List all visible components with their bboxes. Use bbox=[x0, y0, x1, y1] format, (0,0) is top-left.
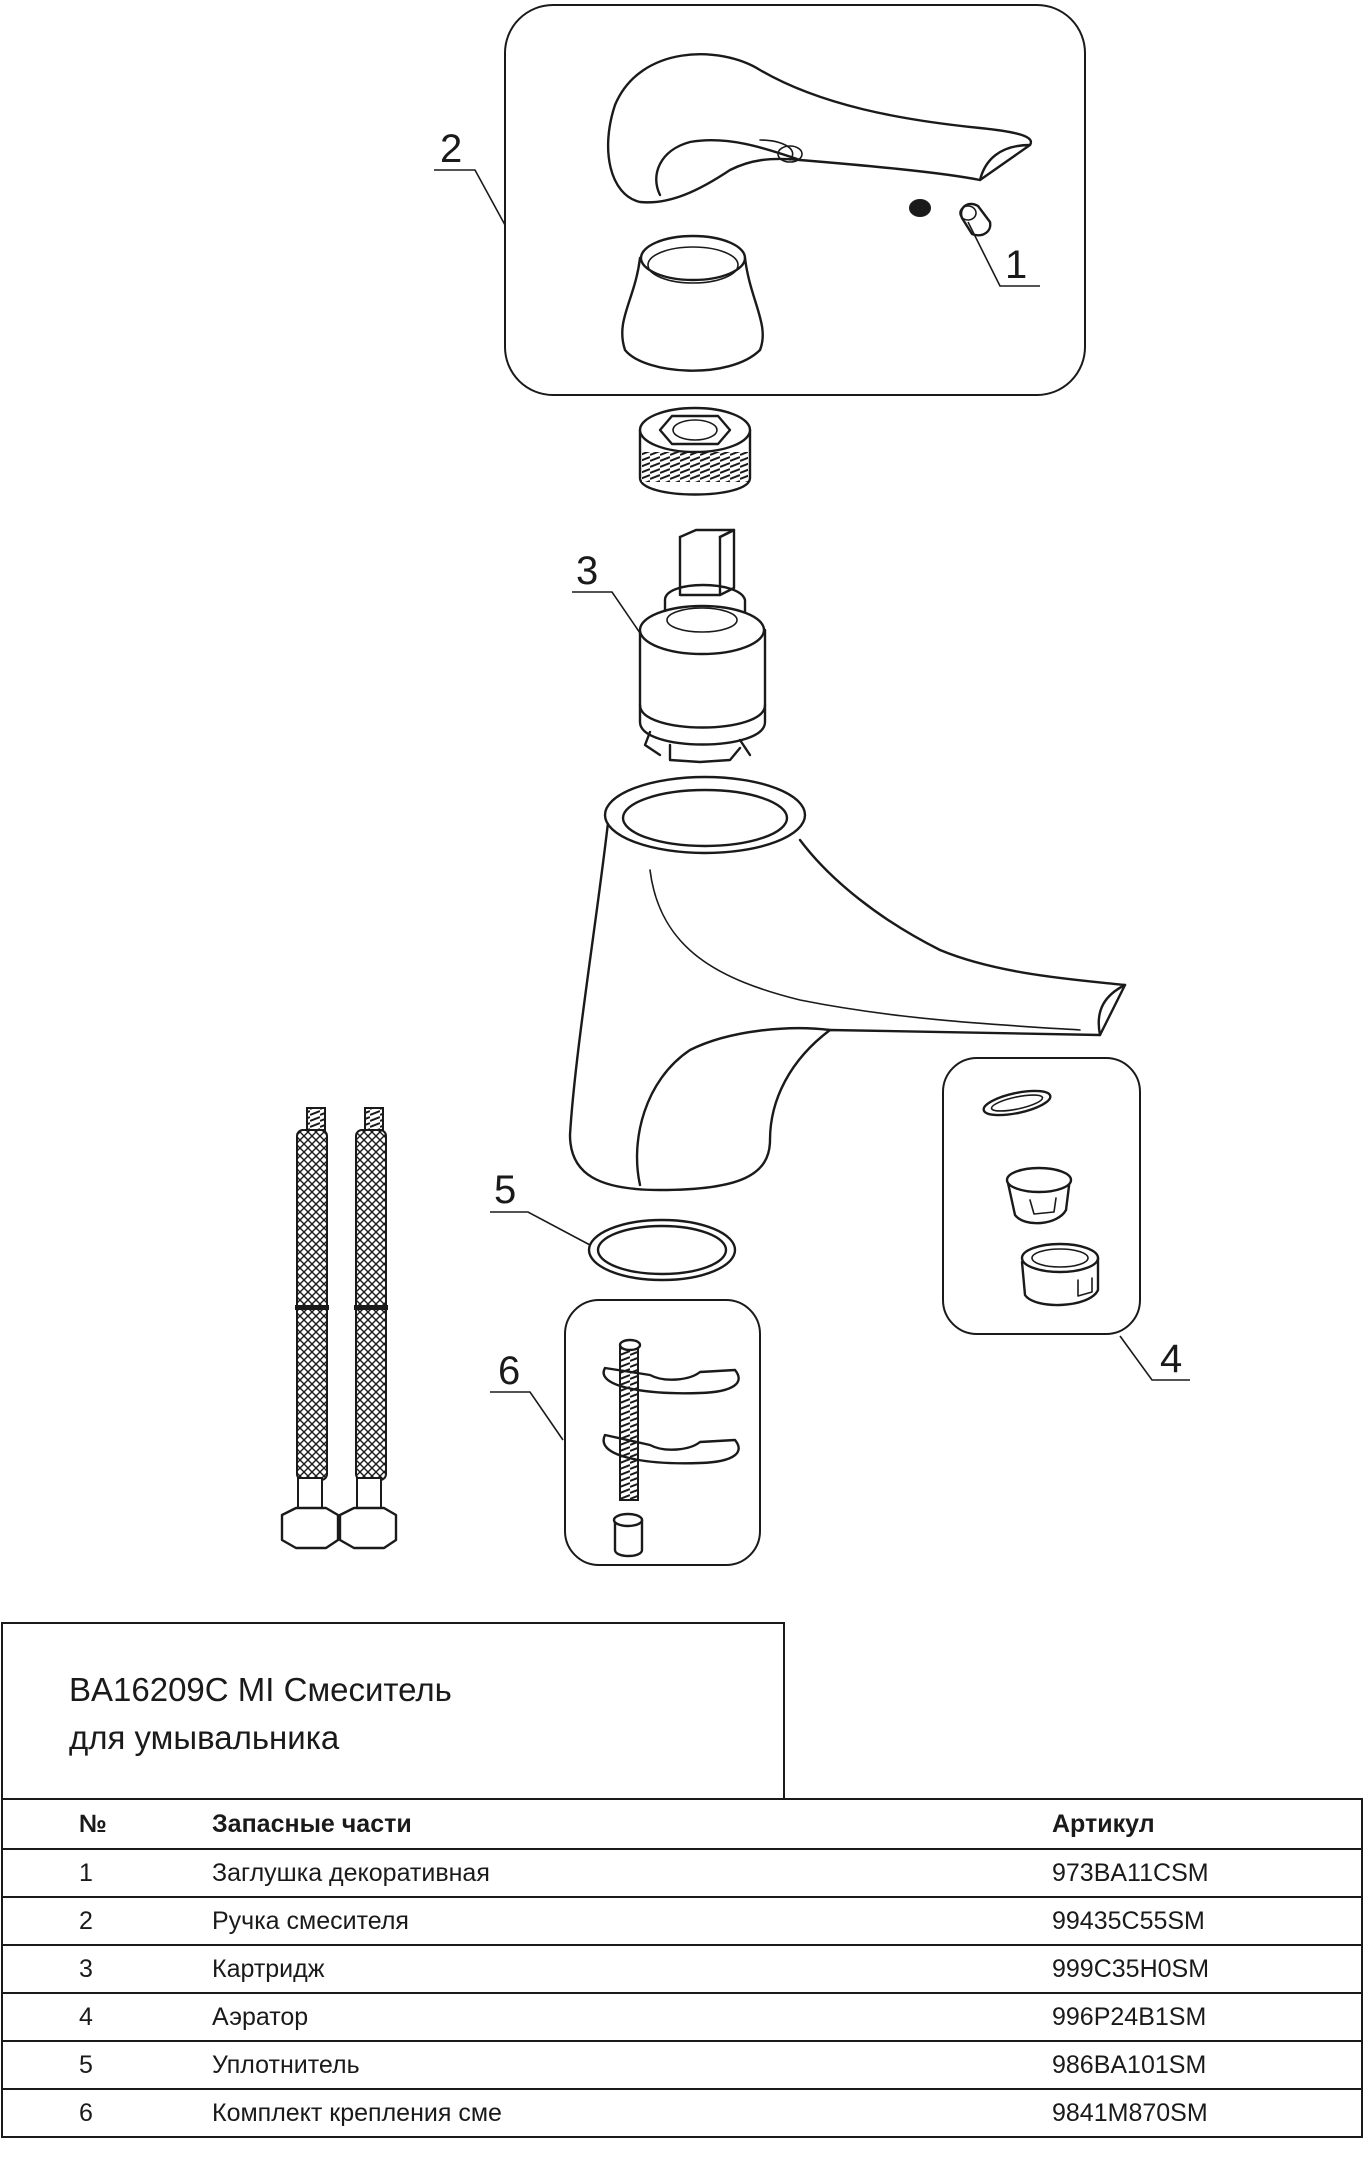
row-number: 3 bbox=[1, 1944, 212, 1994]
product-title-line1: BA16209C MI Смеситель bbox=[69, 1671, 452, 1708]
row-number: 6 bbox=[1, 2088, 212, 2138]
svg-text:4: 4 bbox=[1160, 1337, 1182, 1381]
table-row: 6 Комплект крепления сме 9841M870SM bbox=[1, 2088, 1363, 2138]
mixer-handle bbox=[606, 53, 1033, 204]
spare-parts-table: № Запасные части Артикул 1 Заглушка деко… bbox=[1, 1798, 1363, 2138]
table-row: 2 Ручка смесителя 99435C55SM bbox=[1, 1896, 1363, 1946]
callout-5: 5 bbox=[490, 1168, 591, 1246]
product-title-line2: для умывальника bbox=[69, 1719, 340, 1756]
mounting-kit-parts bbox=[602, 1338, 740, 1558]
table-row: 4 Аэратор 996P24B1SM bbox=[1, 1992, 1363, 2042]
faucet-body bbox=[568, 775, 1127, 1192]
row-part-name: Заглушка декоративная bbox=[212, 1848, 1052, 1898]
row-part-name: Аэратор bbox=[212, 1992, 1052, 2042]
row-part-name: Уплотнитель bbox=[212, 2040, 1052, 2090]
table-row: 1 Заглушка декоративная 973BA11CSM bbox=[1, 1848, 1363, 1898]
row-number: 1 bbox=[1, 1848, 212, 1898]
callout-2: 2 bbox=[434, 127, 506, 226]
row-number: 4 bbox=[1, 1992, 212, 2042]
callout-1: 1 bbox=[967, 221, 1040, 287]
svg-text:1: 1 bbox=[1005, 243, 1027, 287]
exploded-view-drawing: 1 2 3 4 5 6 bbox=[280, 4, 1190, 1566]
svg-text:6: 6 bbox=[498, 1349, 520, 1393]
row-part-name: Комплект крепления сме bbox=[212, 2088, 1052, 2138]
svg-text:2: 2 bbox=[440, 127, 462, 171]
supply-hose-left bbox=[280, 1107, 340, 1550]
row-article: 9841M870SM bbox=[1052, 2088, 1363, 2138]
svg-text:5: 5 bbox=[494, 1168, 516, 1212]
cartridge bbox=[638, 528, 767, 764]
decorative-cap-part bbox=[909, 199, 992, 237]
row-article: 996P24B1SM bbox=[1052, 1992, 1363, 2042]
row-article: 999C35H0SM bbox=[1052, 1944, 1363, 1994]
cartridge-nut bbox=[638, 406, 752, 496]
title-box: BA16209C MI Смеситель для умывальника bbox=[1, 1622, 785, 1798]
callout-6: 6 bbox=[490, 1349, 564, 1441]
row-part-name: Ручка смесителя bbox=[212, 1896, 1052, 1946]
callout-3: 3 bbox=[572, 549, 641, 634]
header-article: Артикул bbox=[1052, 1798, 1363, 1850]
row-article: 973BA11CSM bbox=[1052, 1848, 1363, 1898]
handle-base-cone bbox=[621, 234, 764, 372]
supply-hose-right bbox=[338, 1107, 398, 1550]
row-number: 5 bbox=[1, 2040, 212, 2090]
svg-text:3: 3 bbox=[576, 549, 598, 593]
row-number: 2 bbox=[1, 1896, 212, 1946]
table-row: 5 Уплотнитель 986BA101SM bbox=[1, 2040, 1363, 2090]
row-article: 986BA101SM bbox=[1052, 2040, 1363, 2090]
handle-group-frame bbox=[504, 4, 1086, 396]
table-row: 3 Картридж 999C35H0SM bbox=[1, 1944, 1363, 1994]
product-title: BA16209C MI Смеситель для умывальника bbox=[69, 1666, 452, 1762]
gasket-ring bbox=[587, 1218, 737, 1282]
aerator-group-frame bbox=[942, 1057, 1141, 1335]
header-number: № bbox=[1, 1798, 212, 1850]
header-part-name: Запасные части bbox=[212, 1798, 1052, 1850]
row-part-name: Картридж bbox=[212, 1944, 1052, 1994]
aerator-parts bbox=[982, 1089, 1100, 1307]
table-header-row: № Запасные части Артикул bbox=[1, 1798, 1363, 1850]
mounting-kit-frame bbox=[564, 1299, 761, 1566]
callout-4: 4 bbox=[1119, 1335, 1190, 1381]
row-article: 99435C55SM bbox=[1052, 1896, 1363, 1946]
